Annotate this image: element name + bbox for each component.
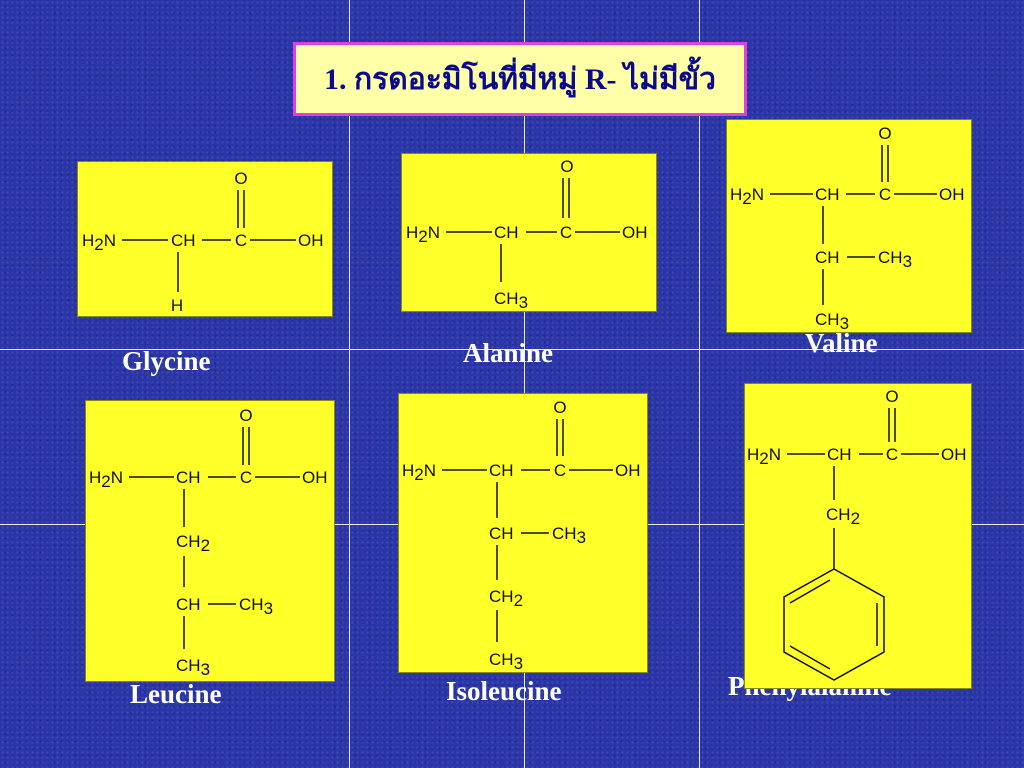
hydroxyl-group: OH: [302, 468, 328, 487]
slide-title-text: 1. กรดอะมิโนที่มีหมู่ R- ไม่มีขั้ว: [323, 62, 717, 96]
hydroxyl-group: OH: [941, 445, 967, 464]
hydroxyl-group: OH: [298, 231, 324, 250]
leucine-structure-svg: O H2N CH C OH CH2 CH CH3 CH3: [89, 406, 328, 679]
alpha-carbon: CH: [815, 185, 840, 204]
hydroxyl-group: OH: [622, 223, 648, 242]
methyl-group: CH3: [489, 650, 523, 673]
grid-line-vertical-3: [699, 0, 700, 768]
beta-carbon: CH: [489, 524, 514, 543]
amine-group: H2N: [406, 223, 440, 246]
amine-group: H2N: [402, 461, 436, 484]
benzene-double-bond: [789, 579, 831, 604]
isoleucine-label: Isoleucine: [446, 676, 562, 706]
carbonyl-carbon: C: [560, 223, 572, 242]
alanine-structure-svg: O H2N CH C OH CH3: [406, 157, 648, 312]
alpha-carbon: CH: [494, 223, 519, 242]
oxygen-atom: O: [878, 124, 891, 143]
oxygen-atom: O: [239, 406, 252, 425]
isoleucine-structure: O H2N CH C OH CH CH3 CH2 CH3: [398, 393, 648, 673]
glycine-structure-svg: O H2N CH C OH H: [82, 169, 324, 315]
methyl-group: CH3: [176, 656, 210, 679]
methyl-group-branch: CH3: [552, 524, 586, 547]
isoleucine-structure-svg: O H2N CH C OH CH CH3 CH2 CH3: [402, 398, 641, 673]
methyl-group-branch: CH3: [239, 595, 273, 618]
amine-group: H2N: [730, 185, 764, 208]
carbonyl-carbon: C: [235, 231, 247, 250]
slide-title: 1. กรดอะมิโนที่มีหมู่ R- ไม่มีขั้ว: [293, 42, 747, 116]
methyl-group: CH3: [815, 310, 849, 333]
carbonyl-carbon: C: [240, 468, 252, 487]
methyl-group-branch: CH3: [878, 248, 912, 271]
oxygen-atom: O: [885, 387, 898, 406]
carbonyl-carbon: C: [554, 461, 566, 480]
amine-group: H2N: [747, 445, 781, 468]
phenylalanine-structure-svg: O H2N CH C OH CH2: [747, 387, 967, 681]
grid-line-horizontal-1: [0, 349, 1024, 350]
glycine-structure: O H2N CH C OH H: [77, 161, 333, 317]
amine-group: H2N: [82, 231, 116, 254]
leucine-label: Leucine: [130, 679, 222, 709]
valine-structure: O H2N CH C OH CH CH3 CH3: [726, 119, 972, 333]
hydroxyl-group: OH: [939, 185, 965, 204]
alanine-label: Alanine: [463, 338, 554, 368]
phenylalanine-structure: O H2N CH C OH CH2: [744, 383, 972, 689]
valine-label: Valine: [805, 328, 878, 358]
amine-group: H2N: [89, 468, 123, 491]
beta-carbon: CH: [815, 248, 840, 267]
methylene-group: CH2: [176, 532, 210, 555]
alpha-carbon: CH: [489, 461, 514, 480]
oxygen-atom: O: [553, 398, 566, 417]
alanine-structure: O H2N CH C OH CH3: [401, 153, 657, 312]
carbonyl-carbon: C: [879, 185, 891, 204]
methylene-group: CH2: [826, 505, 860, 528]
grid-line-vertical-1: [349, 0, 350, 768]
alpha-carbon: CH: [827, 445, 852, 464]
benzene-ring: [783, 568, 885, 681]
gamma-carbon: CH: [176, 595, 201, 614]
alpha-carbon: CH: [171, 231, 196, 250]
methyl-group: CH3: [494, 289, 528, 312]
alpha-carbon: CH: [176, 468, 201, 487]
benzene-double-bond: [789, 645, 831, 670]
oxygen-atom: O: [560, 157, 573, 176]
side-chain-hydrogen: H: [171, 296, 183, 315]
carbonyl-carbon: C: [886, 445, 898, 464]
glycine-label: Glycine: [122, 346, 211, 376]
valine-structure-svg: O H2N CH C OH CH CH3 CH3: [730, 124, 965, 333]
grid-line-vertical-2: [524, 0, 525, 768]
methylene-group: CH2: [489, 587, 523, 610]
hydroxyl-group: OH: [615, 461, 641, 480]
oxygen-atom: O: [234, 169, 247, 188]
leucine-structure: O H2N CH C OH CH2 CH CH3 CH3: [85, 400, 335, 682]
